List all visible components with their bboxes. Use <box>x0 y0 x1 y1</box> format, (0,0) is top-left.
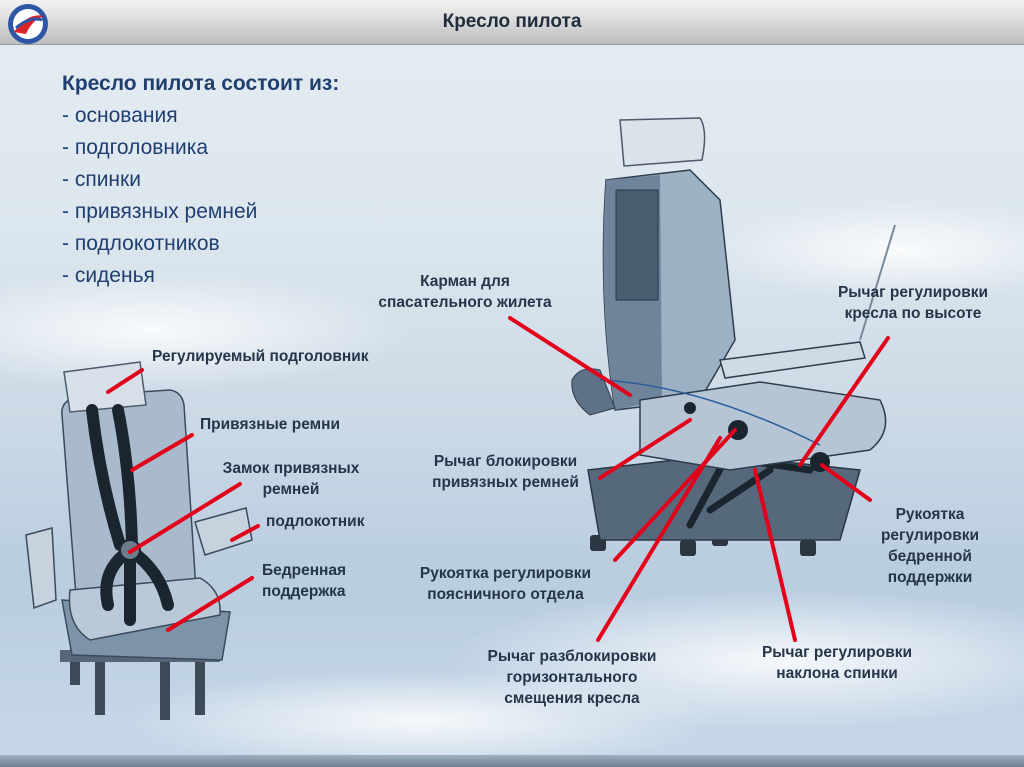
label-height-lever: Рычаг регулировки кресла по высоте <box>837 284 989 322</box>
label-lumbar-handle: Рукоятка регулировки поясничного отдела <box>419 565 592 603</box>
label-adjustable-headrest: Регулируемый подголовник <box>152 348 369 365</box>
component-list: - основания - подголовника - спинки - пр… <box>62 100 339 292</box>
list-item: - сиденья <box>62 264 155 287</box>
intro-title: Кресло пилота состоит из: <box>62 72 340 95</box>
list-item: - основания <box>62 104 178 127</box>
side-seat-illustration <box>571 117 896 556</box>
label-vest-pocket: Карман для спасательного жилета <box>378 273 552 311</box>
label-armrest: подлокотник <box>266 513 365 530</box>
label-recline-lever: Рычаг регулировки наклона спинки <box>761 644 913 682</box>
footer-bar <box>0 755 1024 767</box>
label-belt-lock: Замок привязных ремней <box>222 460 360 498</box>
intro-block: Кресло пилота состоит из: - основания - … <box>62 68 339 292</box>
label-thigh-support-handle: Рукоятка регулировки бедренной поддержки <box>880 506 980 586</box>
label-belt-lock-lever: Рычаг блокировки привязных ремней <box>432 453 579 491</box>
label-horizontal-unlock-lever: Рычаг разблокировки горизонтального смещ… <box>487 648 657 707</box>
page-title: Кресло пилота <box>442 11 582 32</box>
label-thigh-support: Бедренная поддержка <box>262 562 347 600</box>
pointer-lines <box>106 316 890 642</box>
emblem-logo <box>8 4 48 44</box>
list-item: - привязных ремней <box>62 200 258 223</box>
list-item: - спинки <box>62 168 141 191</box>
header-bar <box>0 0 1024 45</box>
list-item: - подголовника <box>62 136 209 159</box>
front-seat-illustration <box>25 361 253 720</box>
label-seat-belts: Привязные ремни <box>200 416 340 433</box>
list-item: - подлокотников <box>62 232 220 255</box>
